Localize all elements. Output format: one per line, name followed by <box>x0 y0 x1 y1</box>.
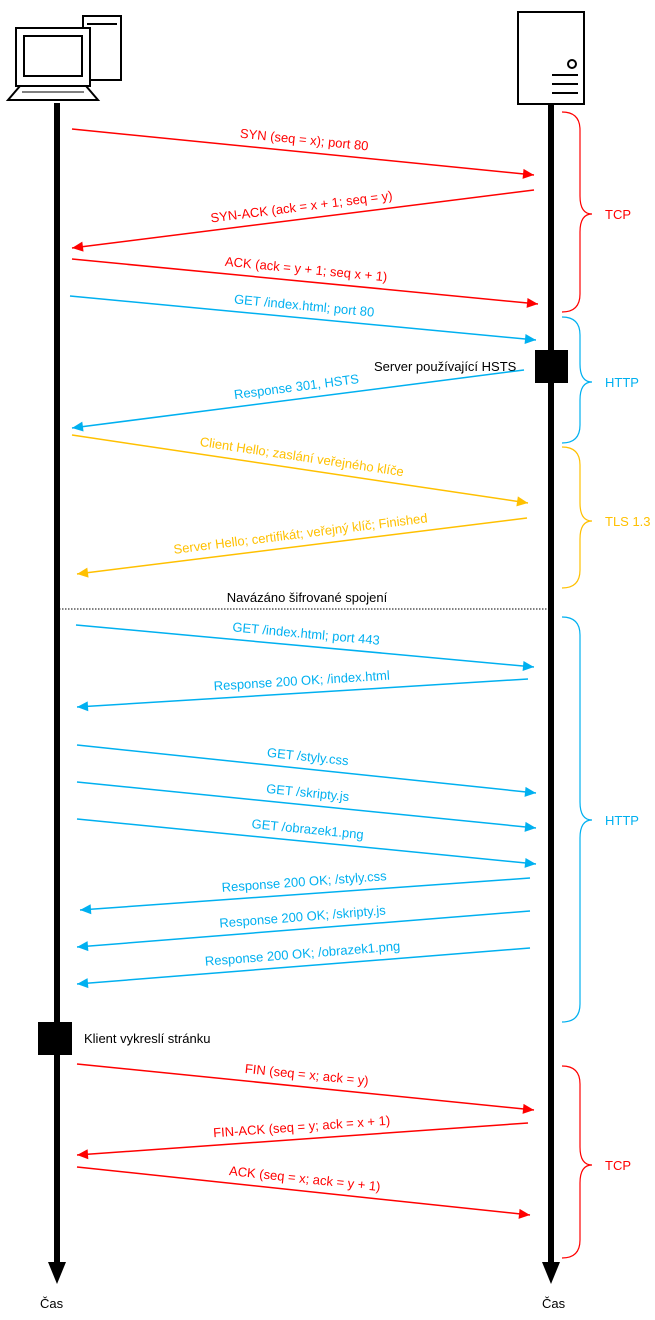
phase-label: TCP <box>605 207 631 222</box>
message-arrowhead <box>524 857 536 868</box>
message-arrowhead <box>77 941 89 952</box>
phase-label: HTTP <box>605 375 639 390</box>
message-5: Response 301, HSTS <box>71 369 525 432</box>
message-arrow <box>76 1166 531 1216</box>
message-arrow <box>71 189 535 249</box>
message-arrowhead <box>522 1103 534 1114</box>
message-arrowhead <box>518 1208 530 1219</box>
phase-brace-http: HTTP <box>561 316 639 444</box>
message-arrow <box>76 744 537 794</box>
client-render-activation <box>38 1022 72 1055</box>
message-arrowhead <box>526 297 538 308</box>
message-label: GET /skripty.js <box>266 781 351 804</box>
message-label: SYN (seq = x); port 80 <box>239 126 369 154</box>
message-1: SYN (seq = x); port 80 <box>71 126 535 179</box>
message-arrowhead <box>80 904 92 915</box>
message-arrow <box>76 678 529 708</box>
phase-brace <box>561 1065 593 1259</box>
message-arrow <box>75 624 535 668</box>
phase-brace-tcp: TCP <box>561 111 631 313</box>
message-arrowhead <box>524 333 536 344</box>
client-render-note: Klient vykreslí stránku <box>84 1031 210 1046</box>
message-arrow <box>76 781 537 829</box>
server-tower-icon <box>517 11 585 105</box>
message-2: SYN-ACK (ack = x + 1; seq = y) <box>71 188 535 252</box>
server-hsts-activation <box>535 350 568 383</box>
phase-label: TCP <box>605 1158 631 1173</box>
message-arrow <box>76 1122 529 1156</box>
message-label: Response 200 OK; /obrazek1.png <box>204 938 400 968</box>
phase-brace-http: HTTP <box>561 616 639 1023</box>
message-9: Response 200 OK; /index.html <box>76 668 529 712</box>
message-arrowhead <box>77 1149 89 1160</box>
message-label: FIN (seq = x; ack = y) <box>244 1061 369 1088</box>
message-18: ACK (seq = x; ack = y + 1) <box>76 1163 531 1219</box>
message-label: Response 200 OK; /styly.css <box>221 868 387 895</box>
message-arrowhead <box>77 567 89 578</box>
message-17: FIN-ACK (seq = y; ack = x + 1) <box>76 1113 529 1160</box>
encrypted-connection-note: Navázáno šifrované spojení <box>227 590 388 605</box>
server-hsts-note: Server používající HSTS <box>374 359 517 374</box>
message-14: Response 200 OK; /skripty.js <box>76 902 531 952</box>
message-label: Server Hello; certifikát; veřejný klíč; … <box>173 510 429 556</box>
message-label: GET /styly.css <box>266 745 349 768</box>
message-12: GET /obrazek1.png <box>76 816 537 868</box>
message-arrow <box>71 258 539 305</box>
message-label: Response 200 OK; /skripty.js <box>219 902 387 930</box>
phase-brace <box>561 111 593 313</box>
message-label: ACK (seq = x; ack = y + 1) <box>228 1163 381 1194</box>
message-label: GET /index.html; port 443 <box>232 619 381 647</box>
phase-brace-tcp: TCP <box>561 1065 631 1259</box>
phase-brace-tls-1-3: TLS 1.3 <box>561 446 651 589</box>
message-arrowhead <box>77 978 89 989</box>
message-arrow <box>76 910 531 948</box>
message-arrowhead <box>524 786 536 797</box>
message-label: ACK (ack = y + 1; seq x + 1) <box>224 254 388 285</box>
message-arrowhead <box>522 168 534 179</box>
message-arrowhead <box>77 701 89 712</box>
server-lifeline-arrowhead <box>542 1262 560 1284</box>
message-arrow <box>69 295 537 341</box>
message-arrow <box>76 1063 535 1111</box>
message-13: Response 200 OK; /styly.css <box>79 868 531 915</box>
message-label: Response 301, HSTS <box>233 371 360 402</box>
message-arrow <box>76 818 537 865</box>
phase-label: TLS 1.3 <box>605 514 651 529</box>
message-arrowhead <box>516 496 528 507</box>
message-label: FIN-ACK (seq = y; ack = x + 1) <box>213 1113 391 1141</box>
message-6: Client Hello; zaslání veřejného klíče <box>71 434 529 507</box>
message-arrow <box>79 877 531 911</box>
message-arrow <box>76 947 531 985</box>
message-label: GET /index.html; port 80 <box>233 291 374 319</box>
message-arrowhead <box>524 821 536 832</box>
message-arrowhead <box>522 661 534 671</box>
message-arrow <box>71 128 535 176</box>
server-time-label: Čas <box>542 1296 566 1311</box>
message-arrow <box>76 517 528 575</box>
messages-layer: SYN (seq = x); port 80 SYN-ACK (ack = x +… <box>69 126 539 1219</box>
desktop-computer-icon <box>5 15 122 101</box>
phase-brace <box>561 316 593 444</box>
message-arrow <box>71 369 525 429</box>
message-arrow <box>71 434 529 504</box>
message-15: Response 200 OK; /obrazek1.png <box>76 938 531 989</box>
phase-brace <box>561 446 593 589</box>
client-time-label: Čas <box>40 1296 64 1311</box>
message-16: FIN (seq = x; ack = y) <box>76 1061 535 1114</box>
phase-brace <box>561 616 593 1023</box>
message-7: Server Hello; certifikát; veřejný klíč; … <box>76 510 528 578</box>
message-8: GET /index.html; port 443 <box>75 619 535 671</box>
message-4: GET /index.html; port 80 <box>69 291 537 344</box>
client-lifeline-arrowhead <box>48 1262 66 1284</box>
message-label: Client Hello; zaslání veřejného klíče <box>199 434 405 479</box>
message-arrowhead <box>72 421 84 432</box>
phase-label: HTTP <box>605 813 639 828</box>
message-arrowhead <box>72 241 84 252</box>
